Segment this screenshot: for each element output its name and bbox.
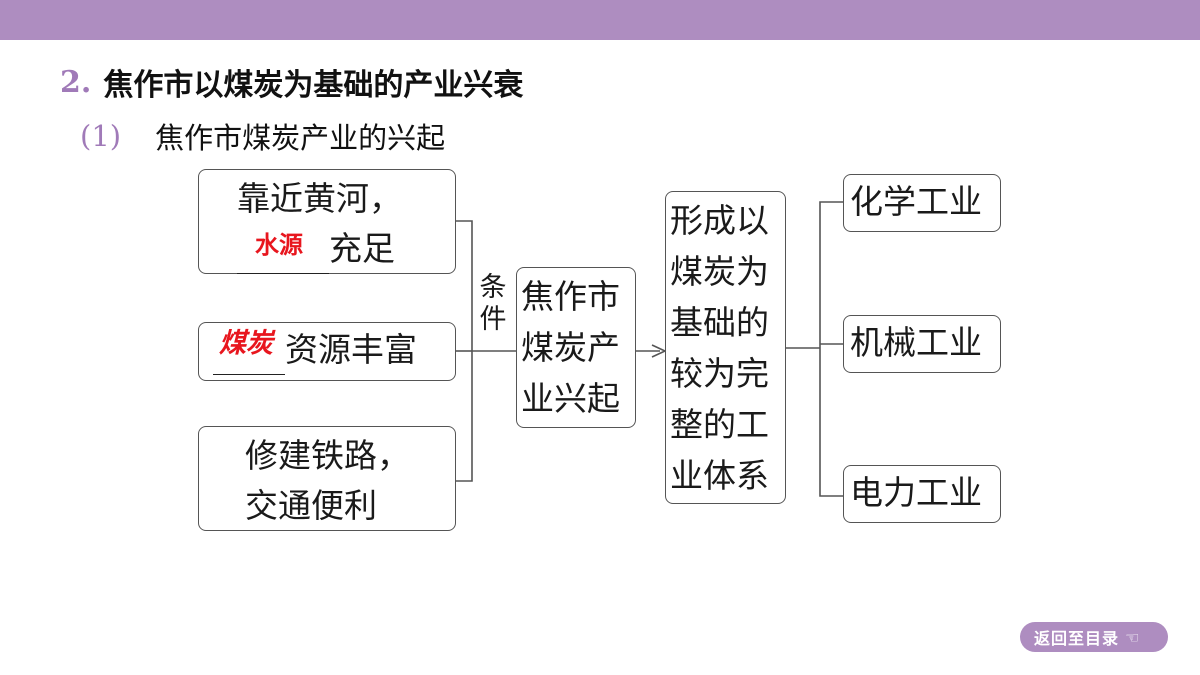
sub-heading-title: 焦作市煤炭产业的兴起	[155, 121, 446, 155]
condition-text: 资源丰富	[285, 330, 417, 369]
condition-box-railway: 修建铁路， 交通便利	[198, 426, 456, 531]
condition-text: 修建铁路，	[245, 436, 410, 475]
result-box-industrial-system: 形成以 煤炭为 基础的 较为完 整的工 业体系	[665, 191, 786, 504]
industry-box-chemical: 化学工业	[843, 174, 1001, 232]
sub-heading: (1) 焦作市煤炭产业的兴起	[80, 114, 445, 158]
section-number: 2.	[60, 64, 92, 100]
section-title: 焦作市以煤炭为基础的产业兴衰	[103, 68, 524, 103]
answer-blank: 煤炭	[213, 328, 285, 375]
sub-heading-number: (1)	[80, 119, 122, 153]
condition-box-coal: 煤炭 资源丰富	[198, 322, 456, 381]
back-to-contents-button[interactable]: 返回至目录 ☜	[1020, 622, 1168, 652]
connector-label: 条 件	[479, 272, 507, 335]
condition-fill-line: 水源 充足	[237, 224, 455, 274]
condition-text: 靠近黄河，	[237, 179, 402, 218]
condition-fill-line: 煤炭 资源丰富	[213, 325, 455, 375]
answer-blank: 水源	[237, 231, 329, 274]
answer-text: 水源	[255, 231, 303, 259]
industry-box-power: 电力工业	[843, 465, 1001, 523]
bracket-right	[819, 201, 843, 497]
industry-box-machinery: 机械工业	[843, 315, 1001, 373]
section-heading: 2. 焦作市以煤炭为基础的产业兴衰	[60, 60, 523, 104]
answer-text: 煤炭	[219, 328, 273, 359]
top-banner	[0, 0, 1200, 40]
back-to-contents-label: 返回至目录	[1034, 629, 1120, 648]
condition-text: 充足	[329, 229, 395, 268]
center-box-coal-industry: 焦作市 煤炭产 业兴起	[516, 267, 636, 428]
condition-text: 交通便利	[245, 486, 377, 525]
pointer-hand-icon: ☜	[1125, 627, 1141, 647]
condition-box-water: 靠近黄河， 水源 充足	[198, 169, 456, 274]
